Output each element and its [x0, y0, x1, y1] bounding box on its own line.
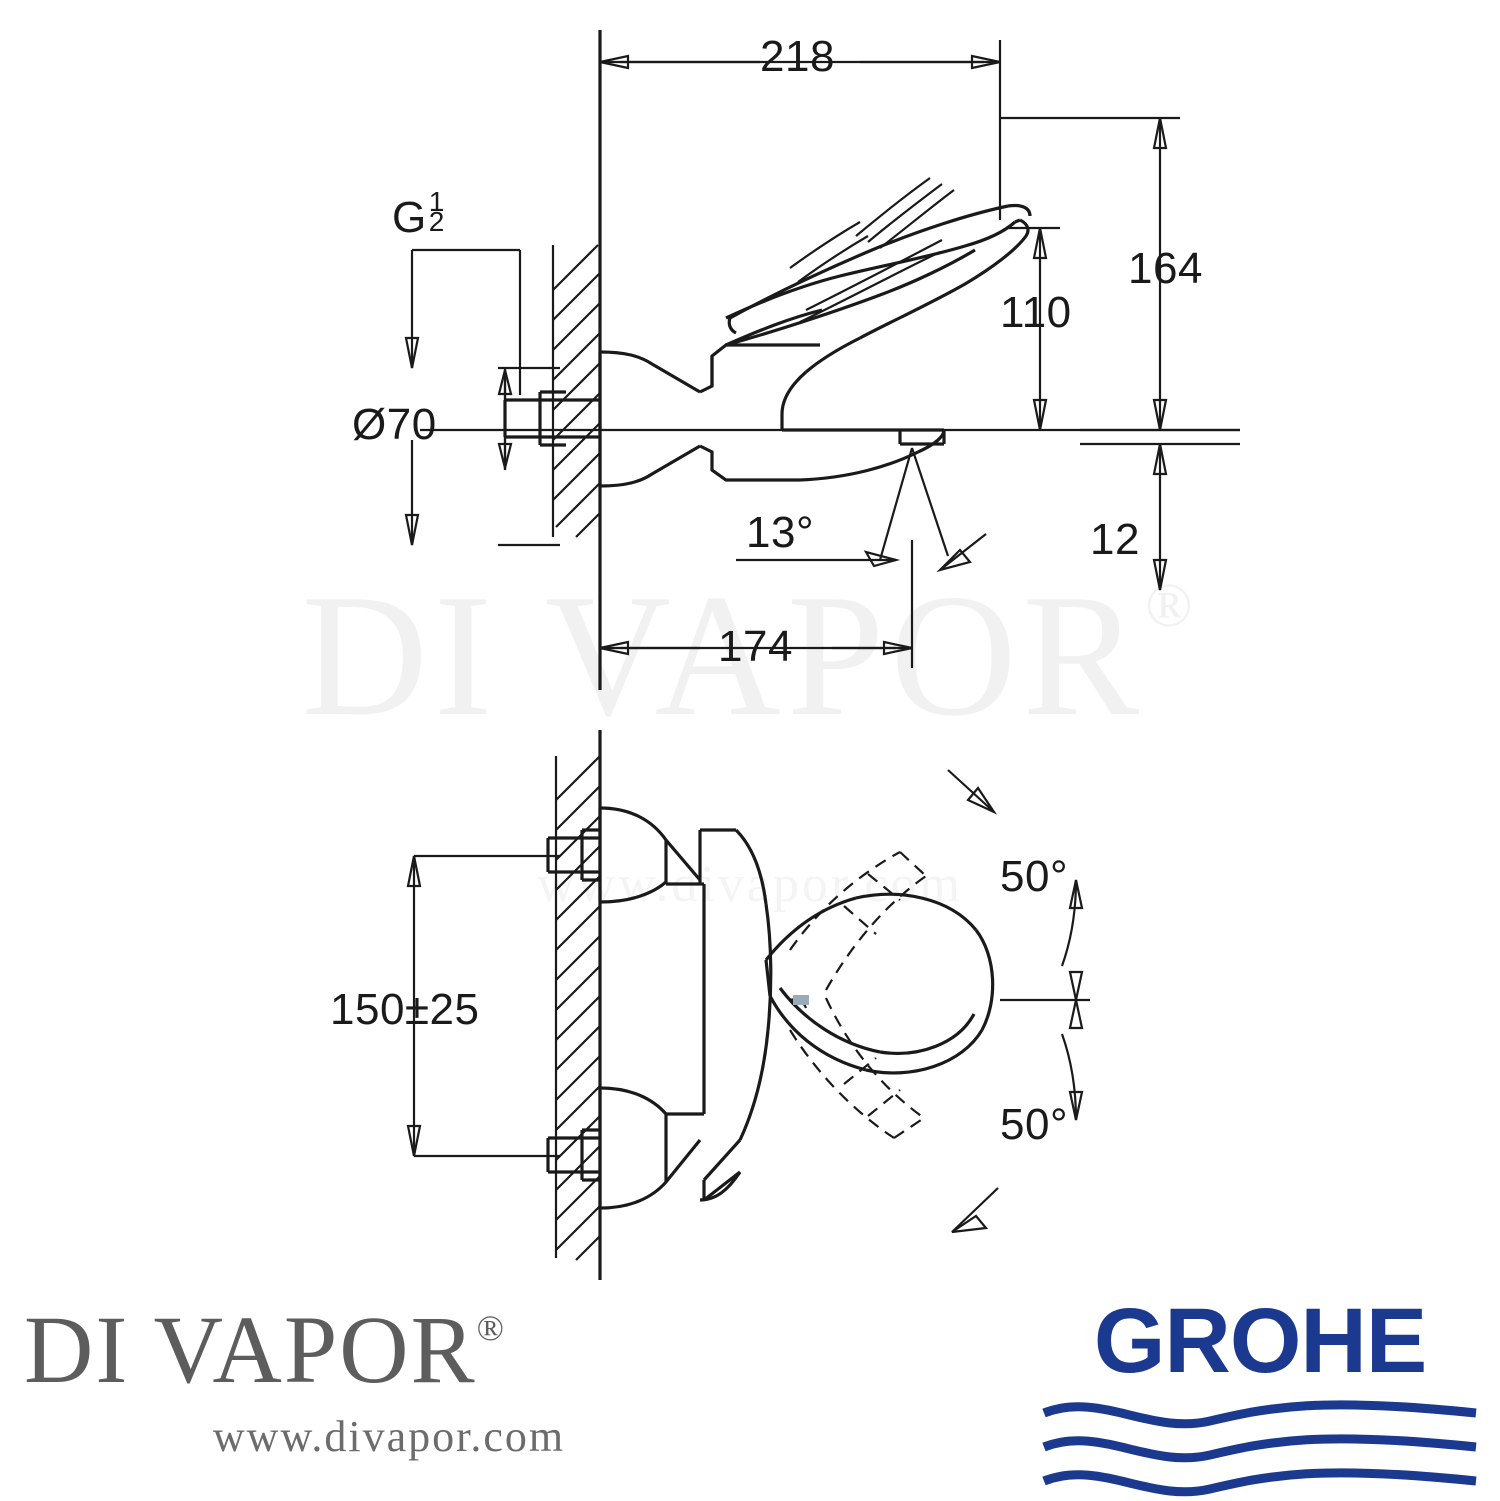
mixer-body-front [698, 828, 773, 1202]
dimension-164 [1000, 116, 1240, 432]
lever-swivel-down-ghost [789, 997, 925, 1139]
lever-detail [789, 995, 809, 1009]
divapor-name-text: DI VAPOR [24, 1296, 477, 1403]
label-218: 218 [760, 32, 835, 81]
dimension-13deg [736, 447, 987, 573]
lever-swivel-up-ghost [789, 851, 927, 991]
dimension-50deg-lower [951, 999, 1084, 1234]
spout-outline [725, 218, 1030, 446]
wall-hatching [552, 244, 601, 538]
label-13deg: 13° [746, 508, 815, 557]
dimension-150 [406, 854, 560, 1158]
handle-detail-lines [789, 177, 955, 323]
dimension-12 [1080, 442, 1240, 591]
inlet-upper [546, 828, 600, 882]
inlet-lower [546, 1128, 600, 1182]
label-12: 12 [1090, 515, 1140, 564]
divapor-logo: DI VAPOR® www.divapor.com [24, 1299, 754, 1462]
escutcheon-lower-front [598, 1086, 704, 1210]
side-elevation-view [404, 30, 1240, 690]
lever-handle [727, 203, 1032, 335]
divapor-registered-icon: ® [476, 1308, 506, 1348]
divapor-url: www.divapor.com [212, 1411, 566, 1461]
escutcheon-upper-front [598, 806, 704, 904]
label-d70: Ø70 [352, 400, 437, 449]
dimension-218 [599, 40, 1002, 220]
dimension-d70 [404, 368, 560, 547]
label-g-prefix: G [392, 193, 427, 242]
dimension-174 [598, 540, 914, 668]
escutcheon [598, 350, 701, 488]
dimension-g-half [404, 248, 560, 395]
label-150: 150±25 [330, 985, 480, 1034]
label-50deg-upper: 50° [1000, 852, 1069, 901]
grohe-name: GROHE [1093, 1290, 1427, 1392]
dimension-110 [1006, 226, 1060, 431]
front-elevation-view [406, 730, 1090, 1280]
label-50deg-lower: 50° [1000, 1100, 1069, 1149]
label-174: 174 [718, 622, 793, 671]
mixer-body [699, 343, 820, 482]
label-110: 110 [1000, 288, 1072, 337]
grohe-logo: GROHE [1040, 1295, 1480, 1501]
grohe-wave-icon [1042, 1400, 1477, 1497]
wall-hatching-front [555, 755, 601, 1261]
label-164: 164 [1128, 244, 1203, 293]
lever-handle-front [764, 892, 995, 1075]
divapor-name: DI VAPOR® [24, 1299, 754, 1401]
